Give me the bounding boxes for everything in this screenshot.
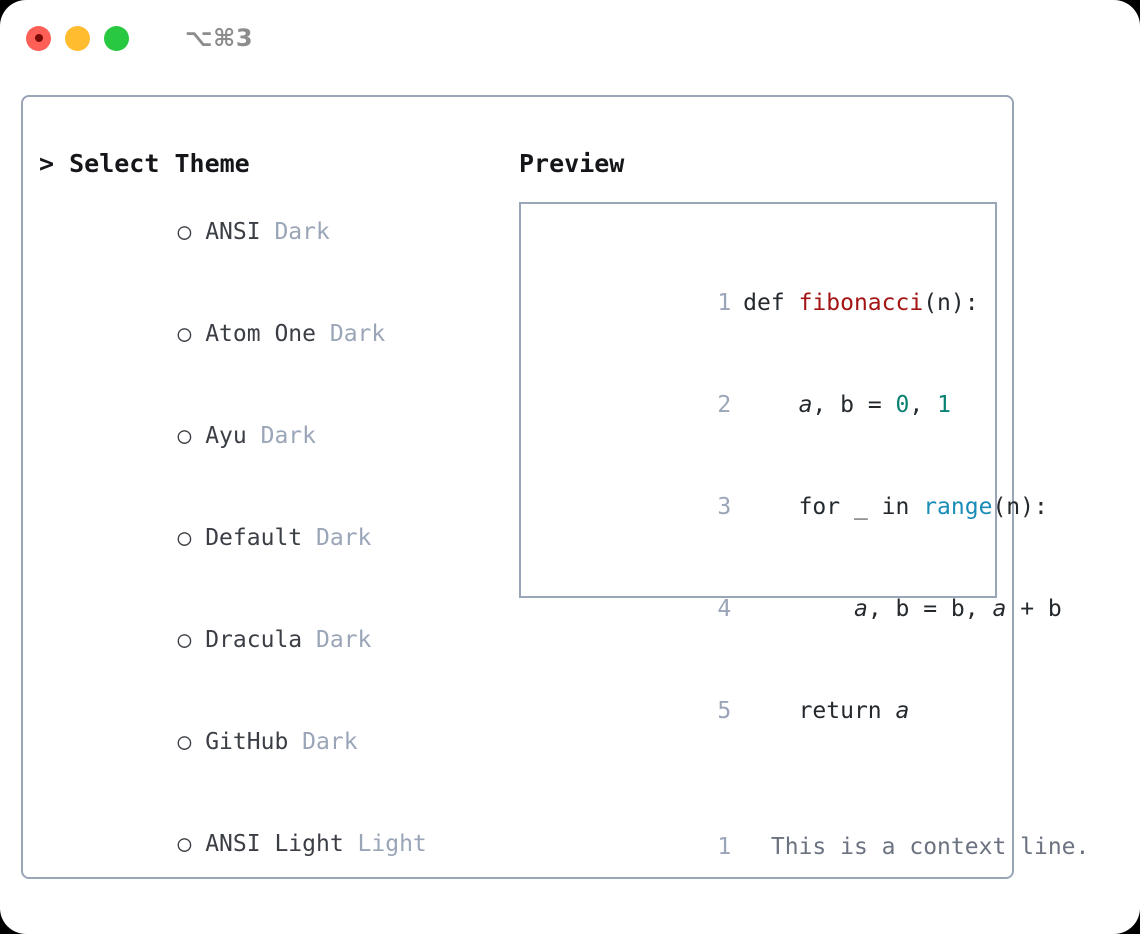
code-variable: a	[798, 392, 813, 418]
theme-category: Dark	[260, 423, 316, 449]
code-line: 4 a, b = b, a + b	[539, 558, 1061, 660]
code-keyword: return	[798, 698, 896, 724]
radio-icon: ○	[177, 219, 192, 245]
code-line: 2 a, b = 0, 1	[539, 354, 995, 456]
radio-icon: ○	[177, 831, 192, 857]
code-builtin: range	[923, 494, 993, 520]
theme-list-item[interactable]: ○ ANSI Dark	[39, 181, 501, 283]
minimize-button-icon[interactable]	[65, 25, 90, 51]
line-number: 2	[717, 392, 732, 418]
traffic-lights	[26, 25, 129, 51]
line-number: 4	[717, 596, 732, 622]
theme-category: Dark	[302, 729, 358, 755]
main-panel: > Select Theme ○ ANSI Dark ○ Atom One Da…	[21, 95, 1089, 934]
code-variable: b	[840, 392, 854, 418]
code-variable: a	[895, 698, 910, 724]
theme-list-item[interactable]: ○ Dracula Dark	[39, 589, 501, 691]
radio-icon: ○	[177, 729, 192, 755]
code-number: 0	[895, 392, 910, 418]
theme-category: Dark	[274, 219, 330, 245]
theme-name: Dracula	[205, 627, 303, 653]
theme-list-item[interactable]: ○ Ayu Dark	[39, 385, 501, 487]
radio-icon: ○	[177, 525, 192, 551]
theme-category: Dark	[316, 627, 372, 653]
theme-name: Ayu	[205, 423, 247, 449]
title-bar: ⌥⌘3	[0, 0, 1140, 76]
maximize-button-icon[interactable]	[104, 25, 129, 51]
code-line: 3 for _ in range(n):	[539, 456, 1048, 558]
theme-name: ANSI	[205, 219, 261, 245]
diff-line-deleted: 2- This line was deleted.	[539, 898, 995, 934]
code-punct: ,	[812, 392, 841, 418]
code-indent	[743, 392, 798, 418]
code-punct: ,	[867, 596, 896, 622]
preview-header: Preview	[519, 149, 625, 178]
close-dot-inner	[34, 34, 43, 42]
theme-name: GitHub	[205, 729, 289, 755]
theme-category: Dark	[316, 525, 372, 551]
code-operator: =	[909, 596, 951, 622]
radio-icon: ○	[177, 423, 192, 449]
select-theme-header: > Select Theme	[39, 149, 250, 178]
line-number: 1	[717, 834, 732, 860]
code-keyword: for _ in	[798, 494, 924, 520]
code-indent	[743, 596, 854, 622]
code-punct: ,	[964, 596, 993, 622]
theme-selector-column: > Select Theme ○ ANSI Dark ○ Atom One Da…	[39, 147, 501, 934]
code-variable: b	[1047, 596, 1062, 622]
theme-list-item[interactable]: ○ ANSI Light Light	[39, 793, 501, 895]
code-punct: ,	[909, 392, 938, 418]
code-line: 1 def fibonacci(n):	[539, 252, 995, 354]
code-variable: b	[950, 596, 965, 622]
line-number: 5	[717, 698, 732, 724]
theme-list-item[interactable]: ○ GitHub Dark	[39, 691, 501, 793]
code-diff-separator	[539, 762, 995, 796]
theme-name: Atom One	[205, 321, 316, 347]
code-variable: b	[895, 596, 910, 622]
code-punct: (n):	[923, 290, 979, 316]
radio-icon: ○	[177, 321, 192, 347]
code-line: 5 return a	[539, 660, 995, 762]
theme-list-item[interactable]: ○ Ayu Light Light	[39, 895, 501, 934]
code-number: 1	[937, 392, 951, 418]
close-button-icon[interactable]	[26, 25, 51, 51]
code-operator: +	[1006, 596, 1048, 622]
theme-category: Light	[357, 831, 427, 857]
code-variable: a	[992, 596, 1007, 622]
diff-line-context: 1 This is a context line.	[539, 796, 1089, 898]
theme-category: Dark	[329, 321, 386, 347]
code-indent	[743, 494, 798, 520]
line-number: 3	[717, 494, 732, 520]
code-punct: (n):	[992, 494, 1048, 520]
keyboard-shortcut-label: ⌥⌘3	[185, 24, 254, 52]
radio-icon: ○	[177, 627, 192, 653]
code-indent	[743, 698, 798, 724]
line-number: 1	[717, 290, 732, 316]
code-keyword: def	[743, 290, 799, 316]
theme-name: Default	[205, 525, 303, 551]
diff-sign	[743, 834, 757, 860]
diff-text: This is a context line.	[770, 834, 1090, 860]
theme-name: ANSI Light	[205, 831, 344, 857]
theme-list-item[interactable]: ○ Default Dark	[39, 487, 501, 589]
code-variable: a	[853, 596, 868, 622]
theme-list-item[interactable]: ○ Atom One Dark	[39, 283, 501, 385]
code-operator: =	[853, 392, 896, 418]
code-function-name: fibonacci	[798, 290, 924, 316]
